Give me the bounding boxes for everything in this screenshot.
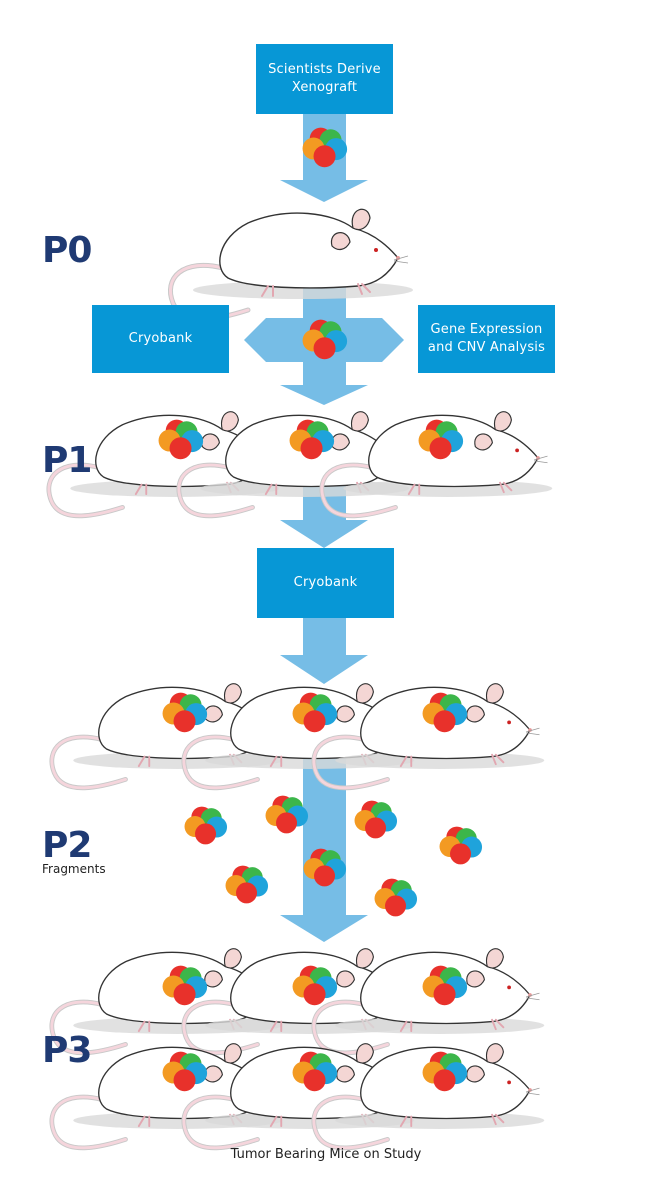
tumor-cell-cluster-icon-fragment-1 bbox=[184, 806, 228, 845]
tumor-cell-cluster-icon-p3-top-3 bbox=[422, 965, 468, 1006]
tumor-cell-cluster-icon-p2-1 bbox=[162, 692, 208, 733]
tumor-cell-cluster-icon-p1-2 bbox=[289, 419, 335, 460]
derive-line-2: Xenograft bbox=[291, 80, 358, 95]
tumor-cell-cluster-icon-p3-bottom-1 bbox=[162, 1051, 208, 1092]
mouse-icon-p0 bbox=[168, 208, 413, 322]
tumor-cell-cluster-icon-p2-2 bbox=[292, 692, 338, 733]
arrow-cryobank-down bbox=[280, 618, 368, 684]
tumor-cell-cluster-icon-p3-bottom-3 bbox=[422, 1051, 468, 1092]
stage-label-p0: P0 bbox=[42, 230, 92, 271]
cryobank-left-box: Cryobank bbox=[92, 305, 229, 373]
tumor-cell-cluster-icon-p1-3 bbox=[418, 419, 464, 460]
stage-label-p3: P3 bbox=[42, 1030, 92, 1071]
cryobank-mid-label: Cryobank bbox=[293, 575, 358, 590]
tumor-cell-cluster-icon-fragment-3 bbox=[354, 800, 398, 839]
footer-caption: Tumor Bearing Mice on Study bbox=[230, 1147, 422, 1162]
stage-label-fragments: Fragments bbox=[42, 862, 106, 876]
arrow-p2-long bbox=[280, 740, 368, 942]
analysis-line-2: and CNV Analysis bbox=[427, 340, 546, 355]
tumor-cell-cluster-icon-fragment-5 bbox=[225, 865, 269, 904]
cryobank-mid-box: Cryobank bbox=[257, 548, 394, 618]
tumor-cell-cluster-icon-p3-bottom-2 bbox=[292, 1051, 338, 1092]
tumor-cell-cluster-icon-fragment-6 bbox=[303, 848, 347, 887]
stage-label-p2: P2 bbox=[42, 825, 92, 866]
cryobank-left-label: Cryobank bbox=[128, 331, 193, 346]
tumor-cell-cluster-icon-cross bbox=[302, 319, 348, 360]
tumor-cell-cluster-icon-p3-top-1 bbox=[162, 965, 208, 1006]
stage-label-p1: P1 bbox=[42, 440, 92, 481]
tumor-cell-cluster-icon-p2-3 bbox=[422, 692, 468, 733]
tumor-cell-cluster-icon-fragment-2 bbox=[265, 795, 309, 834]
analysis-line-1: Gene Expression bbox=[430, 322, 543, 337]
tumor-cell-cluster-icon-fragment-4 bbox=[439, 826, 483, 865]
gene-expression-box: Gene Expression and CNV Analysis bbox=[418, 305, 555, 373]
derive-xenograft-box: Scientists Derive Xenograft bbox=[256, 44, 393, 114]
tumor-cell-cluster-icon-fragment-7 bbox=[374, 878, 418, 917]
tumor-cell-cluster-icon-p3-top-2 bbox=[292, 965, 338, 1006]
tumor-cell-cluster-icon-derive bbox=[302, 127, 348, 168]
tumor-cell-cluster-icon-p1-1 bbox=[158, 419, 204, 460]
derive-line-1: Scientists Derive bbox=[268, 62, 381, 77]
